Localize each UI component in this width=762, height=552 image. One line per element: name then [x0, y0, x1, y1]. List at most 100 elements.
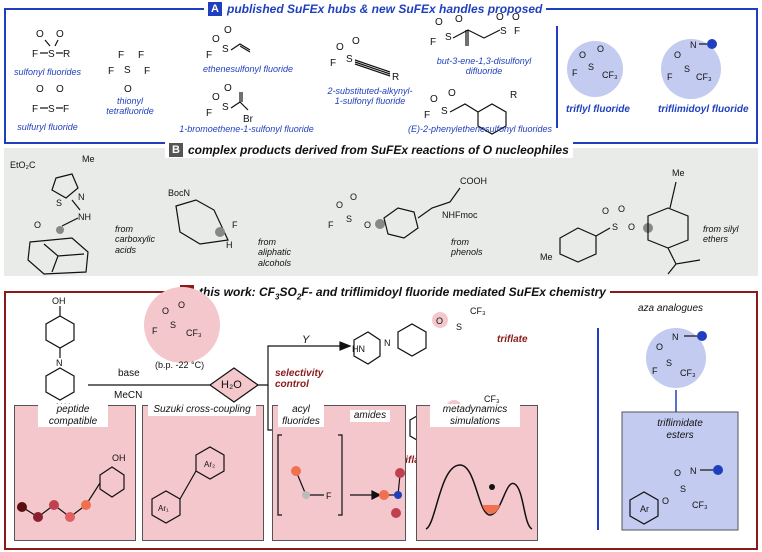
svg-text:O: O [336, 42, 344, 53]
svg-text:O: O [350, 192, 357, 202]
svg-text:F: F [330, 58, 336, 69]
svg-text:S: S [500, 26, 507, 37]
svg-text:O: O [224, 83, 232, 94]
svg-text:CF₃: CF₃ [470, 306, 486, 316]
label-alkynyl: 2-substituted-alkynyl-1-sulfonyl fluorid… [327, 86, 413, 107]
svg-text:Ar: Ar [640, 504, 649, 514]
svg-text:CF₃: CF₃ [692, 500, 708, 510]
svg-text:S: S [680, 484, 686, 494]
svg-text:O: O [352, 36, 360, 47]
source-carboxylic-acids: from carboxylic acids [115, 224, 156, 255]
reagent-bp: (b.p. -22 °C) [155, 360, 205, 370]
svg-text:CF₃: CF₃ [602, 70, 618, 80]
svg-text:O: O [628, 222, 635, 232]
label-sulfonyl-fluorides: sulfonyl fluorides [13, 67, 82, 77]
svg-text:COOH: COOH [460, 176, 487, 186]
label-phenylethene: (E)-2-phenylethenesulfonyl fluorides [407, 124, 553, 134]
svg-text:O: O [455, 14, 463, 25]
svg-text:F: F [206, 108, 212, 119]
svg-text:S: S [588, 62, 594, 72]
svg-text:Br: Br [243, 114, 254, 125]
svg-text:N: N [690, 40, 697, 50]
svg-text:S: S [170, 320, 176, 330]
label-selectivity: selectivity control [275, 368, 324, 390]
svg-text:R: R [510, 90, 517, 101]
label-base: base [118, 368, 140, 379]
svg-text:F: F [652, 366, 658, 376]
svg-text:EtO₂C: EtO₂C [10, 160, 36, 170]
panel-c-title: Cthis work: CF3SO2F- and triflimidoyl fl… [176, 284, 610, 306]
svg-text:S: S [56, 198, 62, 208]
svg-text:O: O [602, 206, 609, 216]
svg-text:O: O [435, 17, 443, 28]
svg-text:R: R [63, 49, 70, 60]
label-ethenesulfonyl-fluoride: ethenesulfonyl fluoride [202, 64, 294, 74]
svg-text:O: O [674, 50, 681, 60]
source-phenols: from phenols [451, 237, 483, 258]
svg-text:CF₃: CF₃ [484, 394, 500, 404]
svg-text:O: O [579, 50, 586, 60]
panel-b-badge: B [169, 143, 183, 157]
svg-text:O: O [674, 468, 681, 478]
svg-text:F: F [138, 50, 144, 61]
svg-text:O: O [336, 200, 343, 210]
svg-text:O: O [597, 44, 604, 54]
svg-text:Me: Me [540, 252, 553, 262]
svg-text:O: O [56, 29, 64, 40]
svg-text:F: F [232, 220, 238, 230]
box-metadynamics [416, 405, 538, 541]
label-suzuki: Suzuki cross-coupling [148, 404, 256, 416]
svg-text:O: O [618, 204, 625, 214]
svg-text:O: O [448, 88, 456, 99]
label-triflimidoyl-fluoride: triflimidoyl fluoride [658, 104, 749, 115]
svg-text:R: R [392, 72, 399, 83]
svg-text:F: F [32, 49, 38, 60]
svg-text:O: O [36, 84, 44, 95]
box-suzuki [142, 405, 264, 541]
svg-text:F: F [63, 104, 69, 115]
label-yes: Y [302, 334, 310, 346]
label-peptide: peptide compatible [38, 404, 108, 427]
svg-text:F: F [206, 50, 212, 61]
label-metadynamics: metadynamics simulations [430, 404, 520, 427]
source-silyl-ethers: from silyl ethers [703, 224, 739, 245]
label-aza-analogues: aza analogues [638, 303, 704, 314]
svg-text:S: S [441, 106, 448, 117]
svg-text:S: S [48, 49, 55, 60]
svg-text:OH: OH [112, 453, 126, 463]
svg-text:S: S [666, 358, 672, 368]
label-sulfuryl-fluoride: sulfuryl fluoride [17, 122, 78, 132]
svg-text:O: O [224, 25, 232, 36]
svg-text:S: S [346, 54, 353, 65]
svg-text:O: O [36, 29, 44, 40]
svg-text:S: S [612, 222, 618, 232]
svg-text:CF₃: CF₃ [186, 328, 202, 338]
svg-text:O: O [662, 496, 669, 506]
label-triflyl-fluoride: triflyl fluoride [566, 104, 630, 115]
svg-text:O: O [124, 84, 132, 95]
svg-text:O: O [212, 34, 220, 45]
svg-text:F: F [118, 50, 124, 61]
label-disulfonyl: but-3-ene-1,3-disulfonyl difluoride [436, 56, 532, 77]
label-bromoethene: 1-bromoethene-1-sulfonyl fluoride [179, 124, 314, 134]
svg-text:N: N [56, 358, 63, 368]
panel-a-badge: A [208, 2, 222, 16]
svg-text:O: O [436, 316, 443, 326]
svg-text:N: N [78, 192, 85, 202]
svg-text:F: F [32, 104, 38, 115]
svg-text:BocN: BocN [168, 188, 190, 198]
svg-text:H: H [226, 240, 233, 250]
svg-text:O: O [364, 220, 371, 230]
svg-text:S: S [222, 44, 229, 55]
svg-text:F: F [572, 68, 578, 78]
svg-text:S: S [684, 64, 690, 74]
svg-text:F: F [667, 72, 673, 82]
svg-text:CF₃: CF₃ [680, 368, 696, 378]
svg-text:Me: Me [82, 154, 95, 164]
svg-text:Ar₂: Ar₂ [204, 460, 215, 469]
svg-text:Ar₁: Ar₁ [158, 504, 169, 513]
